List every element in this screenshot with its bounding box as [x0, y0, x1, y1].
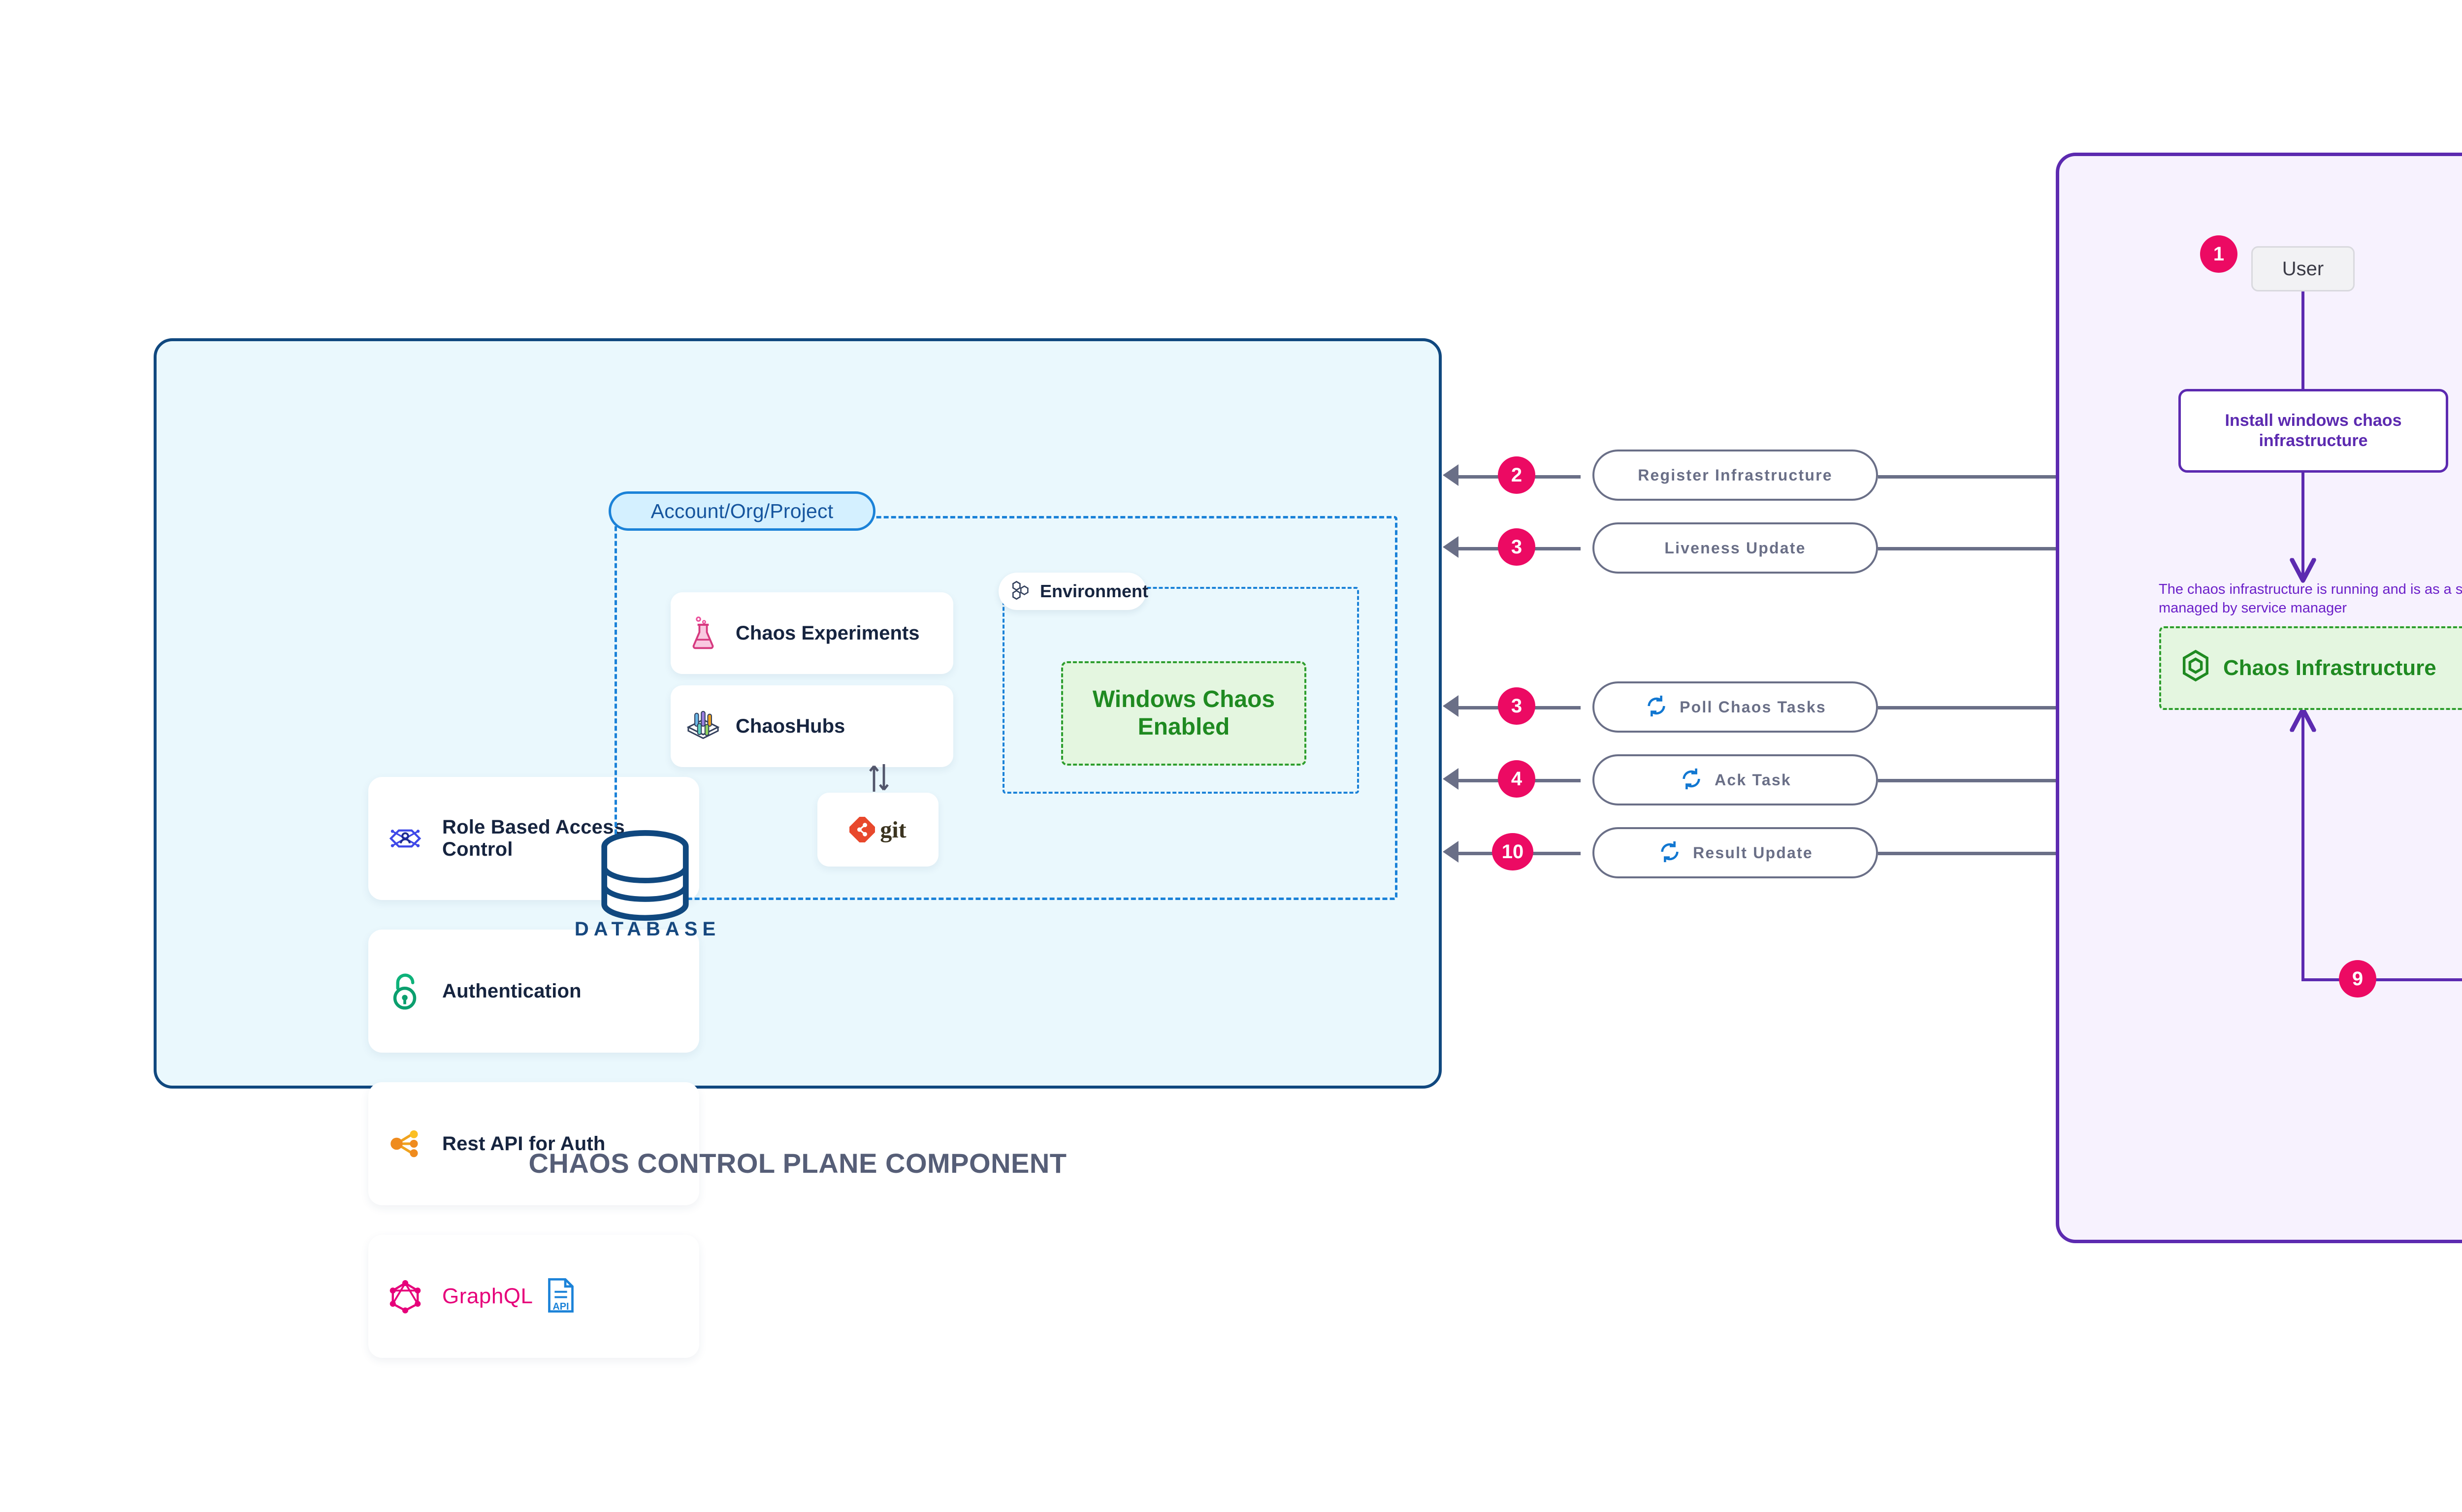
connector-badge-1: 2: [1498, 456, 1535, 494]
feature-label: Authentication: [442, 980, 582, 1002]
connector-label: Ack Task: [1715, 771, 1791, 789]
sync-icon: [1644, 694, 1669, 721]
connector-line-right-5: [1878, 852, 2056, 855]
connector-arrowhead-5: [1443, 841, 1458, 863]
account-org-project-group: [615, 516, 1397, 900]
rest-api-icon: [368, 1126, 442, 1161]
feature-label: Role Based Access Control: [442, 816, 625, 860]
card-label: ChaosHubs: [736, 715, 845, 737]
environment-label: Environment: [1040, 581, 1149, 601]
connector-badge-4: 4: [1498, 760, 1535, 798]
windows-chaos-enabled-status: Windows Chaos Enabled: [1061, 661, 1306, 766]
connector-line-right-3: [1878, 706, 2056, 709]
rbac-icon: [368, 819, 442, 858]
chaos-infrastructure-label: Chaos Infrastructure: [2223, 656, 2436, 680]
database-label: DATABASE: [574, 918, 721, 940]
git-label: git: [880, 816, 907, 843]
card-chaos-experiments[interactable]: Chaos Experiments: [671, 592, 953, 674]
sync-icon: [1679, 767, 1704, 794]
connector-label: Result Update: [1693, 843, 1813, 862]
feature-label: GraphQL: [442, 1284, 533, 1308]
environment-pill[interactable]: Environment: [999, 573, 1149, 610]
connector-arrowhead-1: [1443, 464, 1458, 486]
connector-line-right-2: [1878, 547, 2056, 550]
connector-pill-result-update[interactable]: Result Update: [1592, 827, 1878, 878]
lock-icon: [368, 971, 442, 1011]
database-icon: [593, 830, 697, 928]
connector-label: Liveness Update: [1664, 539, 1806, 557]
user-box[interactable]: User: [2251, 246, 2355, 291]
card-git[interactable]: git: [817, 793, 939, 867]
connector-line-right-4: [1878, 779, 2056, 782]
execution-plane-title: CHAOS EXECUTION PLANE COMPONENT: [2056, 1315, 2462, 1347]
feature-card-role-based-access-control[interactable]: Role Based Access Control: [368, 777, 699, 900]
exec-badge-user: 1: [2200, 235, 2237, 273]
hexagon-cluster-icon: [1010, 579, 1033, 604]
chaos-infrastructure-box[interactable]: Chaos Infrastructure: [2159, 626, 2462, 710]
flask-icon: [671, 615, 736, 651]
connector-label: Poll Chaos Tasks: [1680, 698, 1826, 716]
hexagon-outline-icon: [2181, 649, 2210, 687]
graphql-icon: [368, 1278, 442, 1315]
exec-badge-fault: 9: [2339, 960, 2376, 997]
control-plane-title: CHAOS CONTROL PLANE COMPONENT: [528, 1148, 1067, 1179]
feature-label: Rest API for Auth: [442, 1132, 606, 1155]
git-icon: git: [849, 816, 907, 843]
svg-text:API: API: [553, 1301, 569, 1312]
connector-arrowhead-3: [1443, 695, 1458, 717]
connector-arrowhead-4: [1443, 768, 1458, 790]
feature-card-authentication[interactable]: Authentication: [368, 930, 699, 1053]
sync-icon: [1657, 839, 1682, 867]
test-tube-rack-icon: [671, 710, 736, 742]
card-chaoshubs[interactable]: ChaosHubs: [671, 685, 953, 767]
card-label: Chaos Experiments: [736, 622, 920, 644]
api-doc-icon: API: [546, 1277, 576, 1317]
connector-pill-register-infrastructure[interactable]: Register Infrastructure: [1592, 450, 1878, 501]
connector-pill-ack-task[interactable]: Ack Task: [1592, 754, 1878, 805]
connector-label: Register Infrastructure: [1638, 466, 1833, 484]
connector-badge-2: 3: [1498, 528, 1535, 566]
account-org-project-pill[interactable]: Account/Org/Project: [609, 491, 875, 531]
connector-arrowhead-2: [1443, 536, 1458, 558]
environment-group: [1003, 587, 1359, 794]
feature-card-graphql[interactable]: GraphQL API: [368, 1235, 699, 1358]
bidirectional-sync-arrows-icon: [859, 758, 899, 798]
note-chaos-infrastructure: The chaos infrastructure is running and …: [2159, 581, 2462, 616]
feature-card-rest-api-for-auth[interactable]: Rest API for Auth: [368, 1082, 699, 1205]
connector-pill-liveness-update[interactable]: Liveness Update: [1592, 522, 1878, 574]
install-windows-chaos-infrastructure-box[interactable]: Install windows chaos infrastructure: [2178, 389, 2448, 473]
connector-badge-3: 3: [1498, 687, 1535, 725]
connector-pill-poll-chaos-tasks[interactable]: Poll Chaos Tasks: [1592, 681, 1878, 733]
connector-badge-5: 10: [1492, 833, 1533, 870]
connector-line-right-1: [1878, 475, 2056, 479]
